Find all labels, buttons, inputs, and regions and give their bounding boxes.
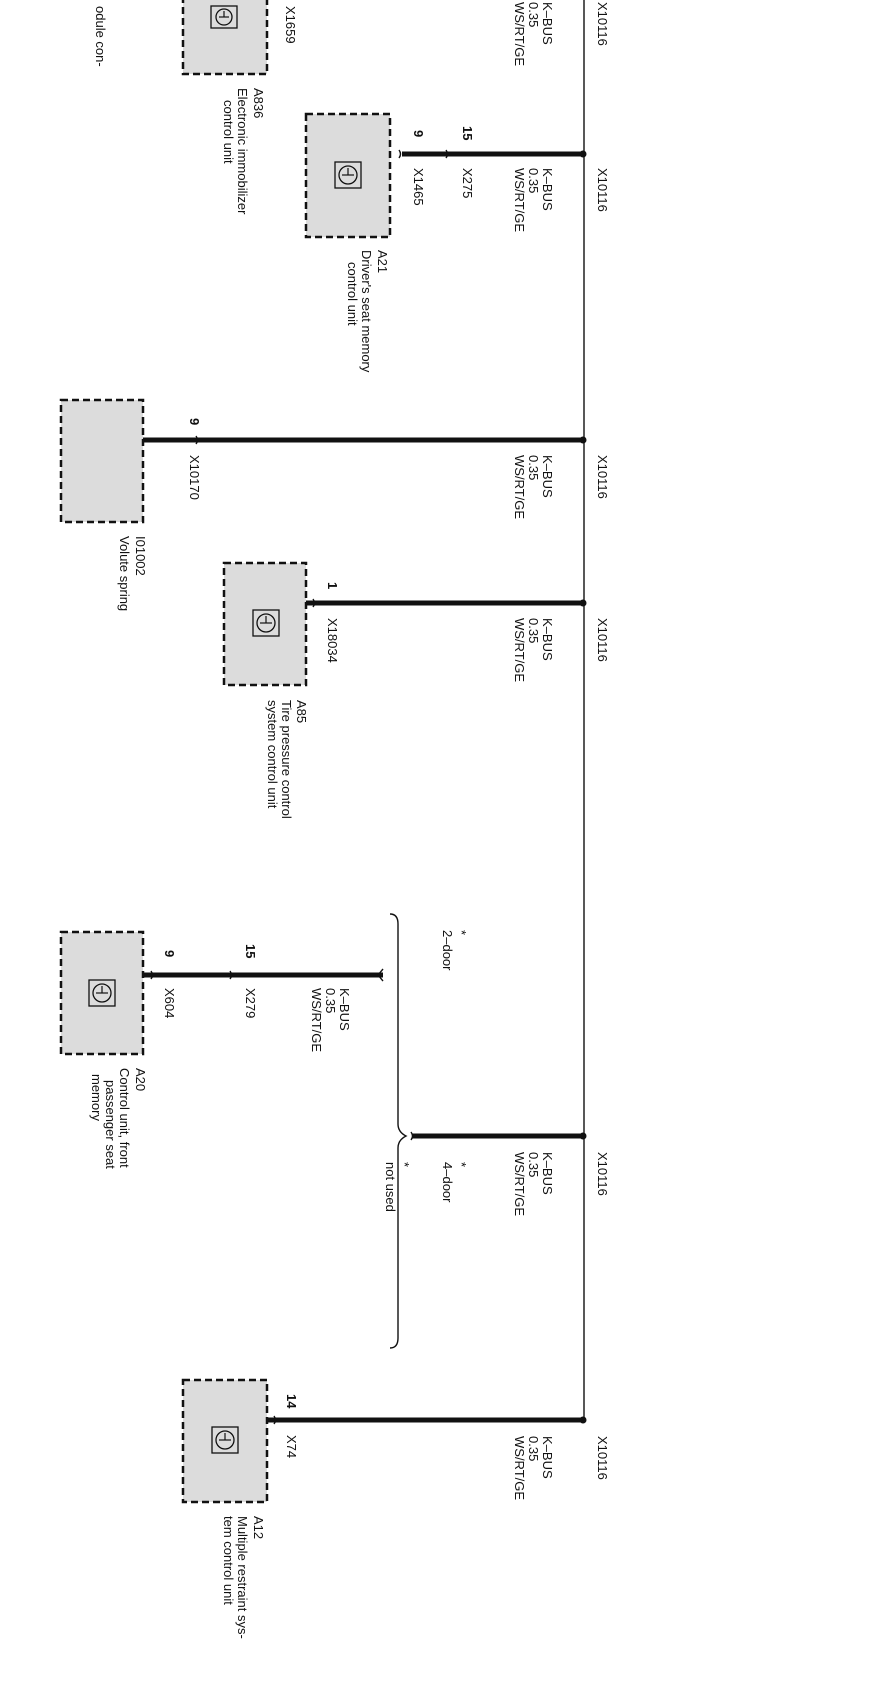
component-name-line1: Driver's seat memory [359,250,374,373]
transistor-icon [211,1426,239,1454]
wire-size: 0.35 [526,455,541,480]
component-id: A12 [251,1516,266,1539]
variant-mark: * [454,1162,469,1167]
branch-a836: X10116 K–BUS 0.35 WS/RT/GE X1659 odule c… [93,0,610,215]
wire-size: 0.35 [323,988,338,1013]
component-name-line1: Electronic immobilizer [235,88,250,215]
connector-label: X275 [460,168,475,198]
component-name-line2: control unit [345,262,360,326]
bus-label: X10116 [595,1436,610,1480]
arrow-mark [377,968,384,982]
pin-mark [195,435,199,445]
pin-number: 9 [162,950,177,957]
pin-number: 14 [284,1394,299,1409]
transistor-icon [334,161,362,189]
wire-bus-name: K–BUS [540,618,555,661]
component-name-line1: Control unit, front [117,1068,132,1168]
bus-label: X10116 [595,455,610,499]
variant-label-2-door: 2–door [440,930,455,971]
wire-bus-name: K–BUS [540,455,555,498]
connector-label: X1659 [283,6,298,44]
wire-bus-name: K–BUS [337,988,352,1031]
component-name-line2: system control unit [265,700,280,809]
component-name-line2: control unit [221,100,236,164]
branch-a21: 9 X1465 15 X275 K–BUS 0.35 WS/RT/GE X101… [304,112,610,373]
module-box-i01002 [59,398,145,524]
wire-bus-name: K–BUS [540,1436,555,1479]
variant-label-4-door: 4–door [440,1162,455,1203]
branch-a12: 14 X74 K–BUS 0.35 WS/RT/GE X10116 A12 Mu… [181,1378,610,1639]
branch-a20: 9 X604 15 X279 K–BUS 0.35 WS/RT/GE A20 C… [59,913,610,1349]
pin-mark [398,149,402,159]
component-name-line1: Tire pressure control [279,700,294,819]
branch-a85: 1 X18034 K–BUS 0.35 WS/RT/GE X10116 A85 … [222,561,610,819]
wire-color: WS/RT/GE [512,618,527,682]
bus-junction-dot [579,150,587,158]
wire-color: WS/RT/GE [309,988,324,1052]
transistor-icon [210,5,238,29]
variant-brace [389,913,408,1349]
pin-mark [150,970,154,980]
bus-label: X10116 [595,2,610,46]
component-name-line1: Multiple restraint sys- [235,1516,250,1639]
bus-junction-dot [579,1416,587,1424]
bus-label: X10116 [595,168,610,212]
variant-label-not-used: not used [383,1162,398,1212]
wire-color: WS/RT/GE [512,2,527,66]
component-id: A85 [294,700,309,723]
branch-i01002: 9 X10170 K–BUS 0.35 WS/RT/GE X10116 I010… [59,398,610,611]
wire-size: 0.35 [526,1152,541,1177]
bus-junction-dot [579,436,587,444]
component-name-line2: tem control unit [221,1516,236,1605]
pin-number: 15 [243,944,258,958]
bus-label: X10116 [595,618,610,662]
pin-mark [273,1415,277,1425]
wire-size: 0.35 [526,618,541,643]
wire-size: 0.35 [526,1436,541,1461]
variant-mark: * [397,1162,412,1167]
component-id: A21 [375,250,390,273]
wire-bus-name: K–BUS [540,168,555,211]
component-name-line3: memory [89,1074,104,1121]
wire-size: 0.35 [526,2,541,27]
connector-label: X18034 [325,618,340,663]
connector-label: X10170 [187,455,202,500]
connector-label: X604 [162,988,177,1018]
pin-mark [445,149,449,159]
pin-mark [410,1131,414,1141]
cut-off-label: odule con- [93,6,108,67]
variant-mark: * [454,930,469,935]
wire-color: WS/RT/GE [512,168,527,232]
transistor-icon [88,979,116,1007]
bus-junction-dot [579,1132,587,1140]
pin-mark [312,598,316,608]
component-name-line2: passenger seat [103,1080,118,1169]
wire-color: WS/RT/GE [512,1436,527,1500]
wire-size: 0.35 [526,168,541,193]
wire-bus-name: K–BUS [540,1152,555,1195]
pin-mark [229,970,233,980]
pin-number: 9 [411,130,426,137]
wire-color: WS/RT/GE [512,455,527,519]
connector-label: X279 [243,988,258,1018]
component-id: A20 [133,1068,148,1091]
transistor-icon [252,609,280,637]
bus-label: X10116 [595,1152,610,1196]
bus-junction-dot [579,599,587,607]
wire-color: WS/RT/GE [512,1152,527,1216]
wire-bus-name: K–BUS [540,2,555,45]
component-name-line1: Volute spring [117,536,132,611]
pin-number: 9 [187,418,202,425]
connector-label: X1465 [411,168,426,206]
connector-label: X74 [284,1435,299,1458]
component-id: A836 [251,88,266,118]
pin-number: 1 [325,582,340,589]
pin-number: 15 [460,126,475,140]
component-id: I01002 [133,536,148,576]
